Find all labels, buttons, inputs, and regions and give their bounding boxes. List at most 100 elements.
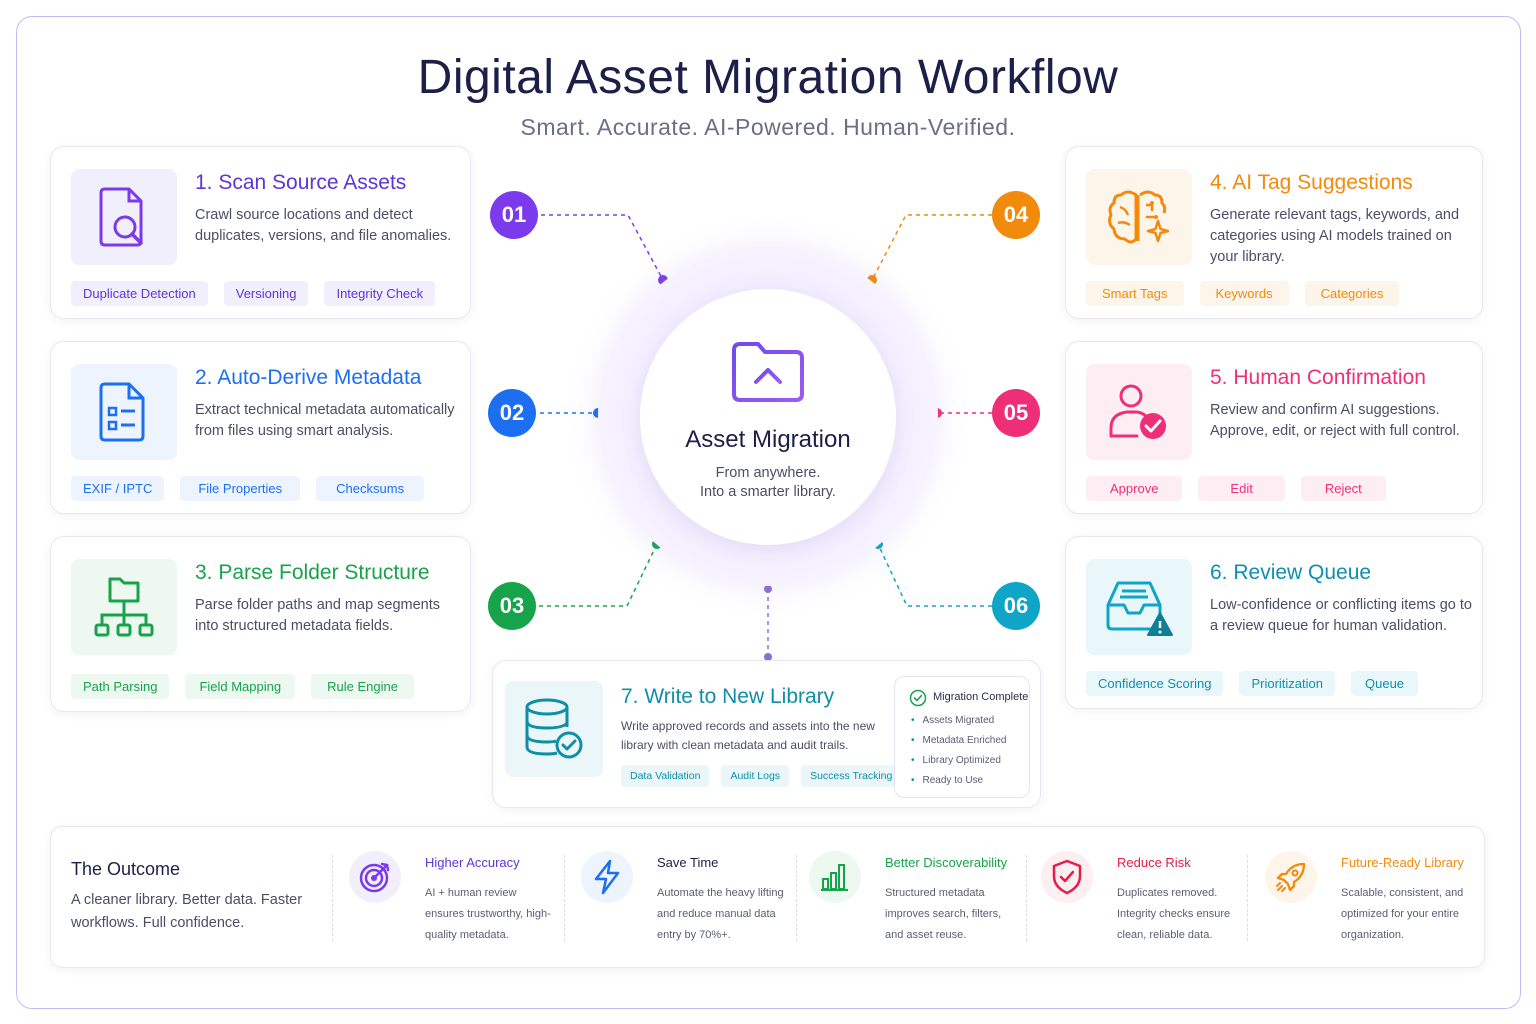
step-2-tag: File Properties <box>180 476 301 501</box>
rocket-icon <box>1276 862 1306 892</box>
step-number-02: 02 <box>488 389 536 437</box>
center-line-1: From anywhere. <box>715 465 821 481</box>
page-title: Digital Asset Migration Workflow <box>417 51 1119 104</box>
divider <box>332 855 333 941</box>
folder-upload-icon <box>732 342 804 412</box>
outcome-item-title: Save Time <box>657 855 719 870</box>
outcome-title: The Outcome <box>71 859 181 879</box>
outcome-icon-box <box>1265 851 1317 903</box>
outcome-item-title: Reduce Risk <box>1117 855 1191 870</box>
ai-brain-icon <box>1108 190 1170 244</box>
step-4-icon-box <box>1086 169 1192 265</box>
step-5-icon-box <box>1086 364 1192 460</box>
step-2-icon-box <box>71 364 177 460</box>
step-6-title: 6. Review Queue <box>1210 561 1372 584</box>
outcome-item-title: Future-Ready Library <box>1341 855 1464 870</box>
list-item: Library Optimized <box>911 755 1006 775</box>
page-subtitle: Smart. Accurate. AI-Powered. Human-Verif… <box>520 114 1016 140</box>
step-6-tag: Prioritization <box>1239 671 1335 696</box>
step-7-title: 7. Write to New Library <box>621 685 835 708</box>
step-number-01: 01 <box>490 191 538 239</box>
step-card-1: 1. Scan Source Assets Crawl source locat… <box>50 146 471 319</box>
connector-01 <box>541 214 664 281</box>
step-1-tags: Duplicate Detection Versioning Integrity… <box>71 281 436 306</box>
outcome-panel: The Outcome A cleaner library. Better da… <box>50 826 1485 968</box>
step-4-tag: Categories <box>1304 281 1400 306</box>
step-7-tag: Success Tracking <box>801 765 902 787</box>
outcome-item-description: Structured metadata improves search, fil… <box>885 887 1002 941</box>
check-circle-icon <box>909 689 927 707</box>
step-card-4: 4. AI Tag Suggestions Generate relevant … <box>1065 146 1483 319</box>
step-number-06: 06 <box>992 582 1040 630</box>
step-card-3: 3. Parse Folder Structure Parse folder p… <box>50 536 471 712</box>
connector-03 <box>539 543 658 607</box>
step-1-tag: Integrity Check <box>324 281 436 306</box>
step-3-tag: Field Mapping <box>185 674 296 699</box>
outcome-description: A cleaner library. Better data. Faster w… <box>71 892 303 931</box>
center-subtitle: From anywhere. Into a smarter library. <box>640 464 896 502</box>
step-1-description: Crawl source locations and detect duplic… <box>195 207 452 244</box>
center-hub <box>640 289 896 545</box>
bar-chart-icon <box>821 864 848 891</box>
step-3-title: 3. Parse Folder Structure <box>195 561 430 584</box>
divider <box>564 855 565 941</box>
step-7-description: Write approved records and assets into t… <box>621 719 875 752</box>
list-item: Metadata Enriched <box>911 735 1007 755</box>
step-number-05: 05 <box>992 389 1040 437</box>
step-3-icon-box <box>71 559 177 655</box>
inbox-warning-icon <box>1106 581 1173 636</box>
step-3-tags: Path Parsing Field Mapping Rule Engine <box>71 674 414 699</box>
outcome-item-description: Scalable, consistent, and optimized for … <box>1341 887 1464 941</box>
migration-complete-panel: Migration Complete Assets Migrated Metad… <box>894 676 1030 798</box>
step-5-tags: Approve Edit Reject <box>1086 476 1386 501</box>
outcome-item-description: Automate the heavy lifting and reduce ma… <box>657 887 784 941</box>
step-6-icon-box <box>1086 559 1192 655</box>
step-6-tag: Confidence Scoring <box>1086 671 1224 696</box>
file-search-icon <box>99 187 143 247</box>
step-2-tag: EXIF / IPTC <box>71 476 165 501</box>
step-card-5: 5. Human Confirmation Review and confirm… <box>1065 341 1483 514</box>
step-2-tags: EXIF / IPTC File Properties Checksums <box>71 476 425 501</box>
document-list-icon <box>99 382 145 442</box>
target-icon <box>359 862 390 893</box>
list-item: Assets Migrated <box>911 715 1006 735</box>
divider <box>1247 855 1248 941</box>
step-4-tags: Smart Tags Keywords Categories <box>1086 281 1400 306</box>
step-7-tag: Audit Logs <box>721 765 790 787</box>
step-4-tag: Smart Tags <box>1086 281 1184 306</box>
step-4-description: Generate relevant tags, keywords, and ca… <box>1210 207 1460 265</box>
outcome-item-description: Duplicates removed. Integrity checks ens… <box>1117 887 1231 941</box>
diagram-frame <box>16 16 1521 1009</box>
step-6-tags: Confidence Scoring Prioritization Queue <box>1086 671 1419 696</box>
step-5-title: 5. Human Confirmation <box>1210 366 1426 389</box>
connector-dot-07-top <box>764 585 772 593</box>
step-1-icon-box <box>71 169 177 265</box>
list-item: Ready to Use <box>911 775 1006 795</box>
step-6-tag: Queue <box>1351 671 1419 696</box>
connector-06 <box>877 543 992 607</box>
step-2-tag: Checksums <box>316 476 425 501</box>
outcome-icon-box <box>349 851 401 903</box>
outcome-icon-box <box>581 851 633 903</box>
connector-04 <box>871 214 992 281</box>
outcome-item-title: Higher Accuracy <box>425 855 520 870</box>
step-4-title: 4. AI Tag Suggestions <box>1210 171 1413 194</box>
step-3-tag: Path Parsing <box>71 674 170 699</box>
user-check-icon <box>1109 384 1166 439</box>
step-3-tag: Rule Engine <box>311 674 414 699</box>
lightning-icon <box>594 859 620 895</box>
connector-dot-07-bottom <box>764 653 772 661</box>
divider <box>1026 855 1027 941</box>
shield-check-icon <box>1052 859 1082 895</box>
folder-tree-icon <box>94 577 154 637</box>
step-card-2: 2. Auto-Derive Metadata Extract technica… <box>50 341 471 514</box>
step-3-description: Parse folder paths and map segments into… <box>195 597 441 634</box>
outcome-item-description: AI + human review ensures trustworthy, h… <box>425 887 551 941</box>
outcome-icon-box <box>809 851 861 903</box>
divider <box>796 855 797 941</box>
step-number-04: 04 <box>992 191 1040 239</box>
step-7-tags: Data Validation Audit Logs Success Track… <box>621 765 902 787</box>
step-5-tag: Reject <box>1300 476 1386 501</box>
step-2-description: Extract technical metadata automatically… <box>195 402 455 439</box>
step-card-6: 6. Review Queue Low-confidence or confli… <box>1065 536 1483 709</box>
